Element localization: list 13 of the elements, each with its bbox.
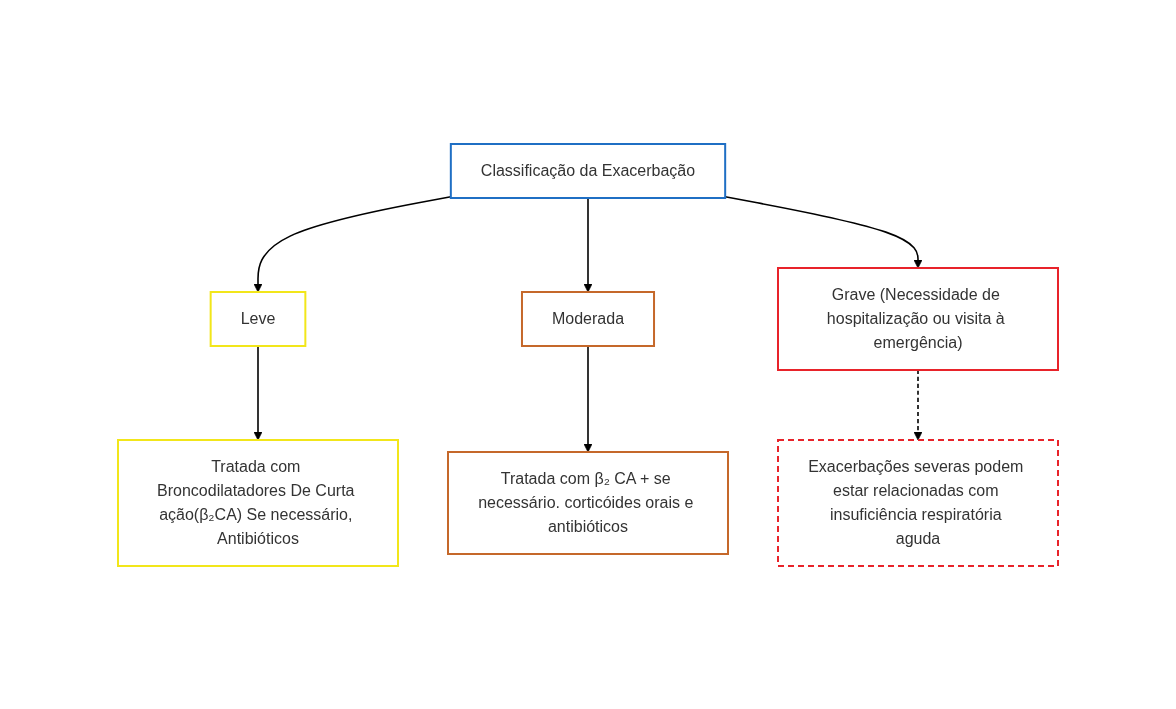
arrow xyxy=(583,344,593,452)
node-box: Exacerbações severas podem estar relacionadas com insuficiência respiratória aguda xyxy=(777,438,1059,567)
node-box: Tratada com β₂ CA + se necessário. corticóides orais e antibióticos xyxy=(447,450,729,555)
arrow xyxy=(583,196,593,292)
arrow xyxy=(913,368,923,440)
node-box: Classificação da Exacerbação xyxy=(449,142,727,199)
node-box: Grave (Necessidade de hospitalização ou visita à emergência) xyxy=(777,266,1059,371)
node-box: Tratada com Broncodilatadores De Curta ação(β₂CA) Se necessário, Antibióticos xyxy=(117,438,399,567)
arrow xyxy=(253,195,452,292)
node-box: Moderada xyxy=(521,290,655,347)
arrow xyxy=(253,344,263,440)
node-box: Leve xyxy=(209,290,307,347)
arrow xyxy=(724,195,923,268)
